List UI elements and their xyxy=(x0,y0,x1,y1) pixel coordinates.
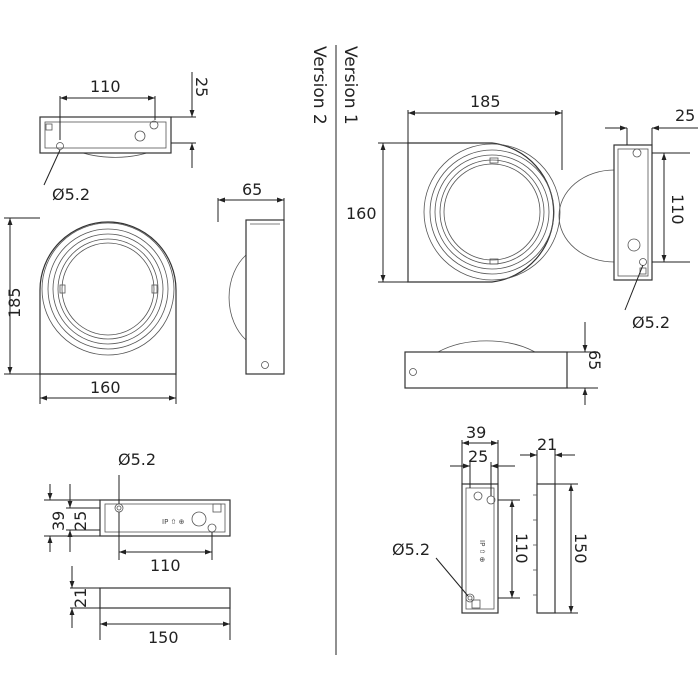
svg-text:IP ⇧ ⊕: IP ⇧ ⊕ xyxy=(478,540,486,562)
v1-base-side-view xyxy=(520,450,578,614)
v2-base-h25-label: 25 xyxy=(71,511,90,531)
v1-top-view xyxy=(404,322,598,405)
v1-side-hole-label: Ø5.2 xyxy=(632,313,670,332)
v2-top-width-label: 110 xyxy=(90,77,121,96)
v1-top-height-label: 65 xyxy=(585,350,604,370)
v1-side-view xyxy=(558,125,698,311)
v2-bottom-view xyxy=(69,566,231,640)
version-2-label: Version 2 xyxy=(309,46,329,125)
v2-base-w110-label: 110 xyxy=(150,556,181,575)
v1-base-d21-label: 21 xyxy=(537,435,557,454)
v2-base-view: IP ⇧ ⊕ xyxy=(44,475,231,560)
v2-top-hole-label: Ø5.2 xyxy=(52,185,90,204)
v2-front-width-label: 160 xyxy=(90,378,121,397)
v2-top-view xyxy=(39,72,196,186)
v2-top-height-label: 25 xyxy=(192,77,211,97)
v1-side-height-label: 110 xyxy=(668,194,687,225)
v1-base-w25-label: 25 xyxy=(468,447,488,466)
v2-side-view xyxy=(217,197,285,375)
v1-front-view xyxy=(378,110,563,283)
v1-base-hole-label: Ø5.2 xyxy=(392,540,430,559)
v1-base-w39-label: 39 xyxy=(466,423,486,442)
v1-base-view: IP ⇧ ⊕ xyxy=(435,440,520,614)
v2-front-view xyxy=(4,217,177,404)
version-1-label: Version 1 xyxy=(340,46,360,125)
v1-base-h110-label: 110 xyxy=(512,533,531,564)
v2-base-h39-label: 39 xyxy=(49,511,68,531)
v2-base-hole-label: Ø5.2 xyxy=(118,450,156,469)
v1-front-height-label: 160 xyxy=(346,204,377,223)
v2-bottom-height-label: 21 xyxy=(71,588,90,608)
v2-bottom-width-label: 150 xyxy=(148,628,179,647)
v1-front-width-label: 185 xyxy=(470,92,501,111)
v1-base-h150-label: 150 xyxy=(571,533,590,564)
v2-side-depth-label: 65 xyxy=(242,180,262,199)
svg-text:IP ⇧ ⊕: IP ⇧ ⊕ xyxy=(162,518,184,526)
v2-front-height-label: 185 xyxy=(5,287,24,318)
v1-side-depth-label: 25 xyxy=(675,106,695,125)
